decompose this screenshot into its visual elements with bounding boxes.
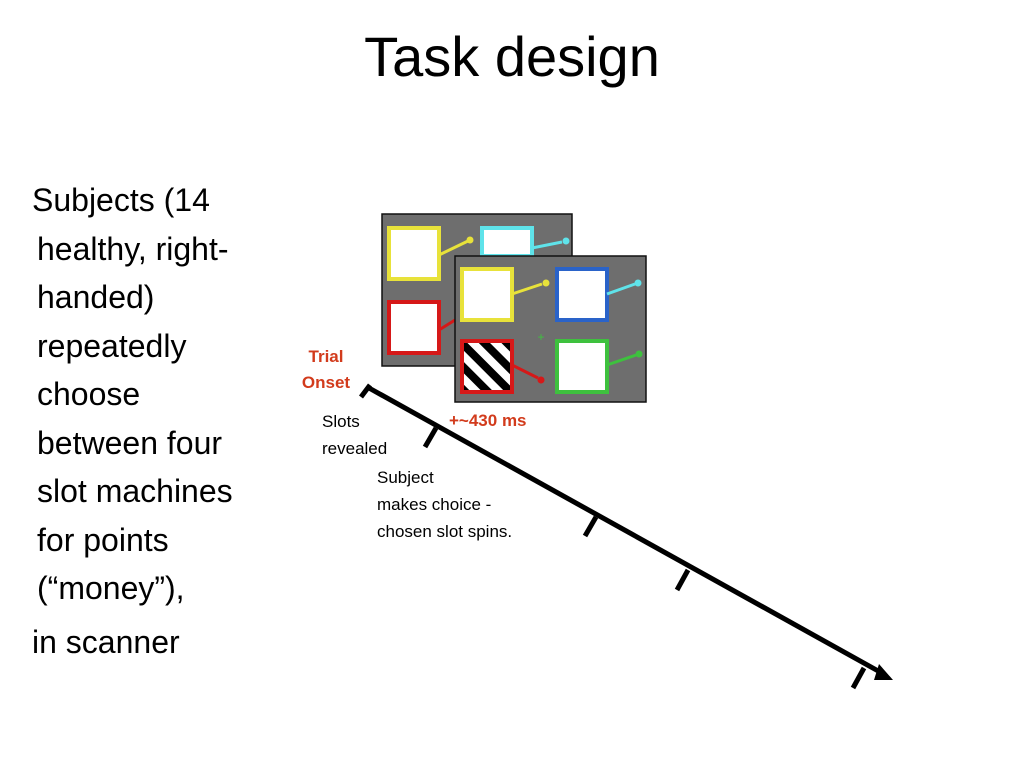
trial-onset-line: Onset [301, 373, 351, 392]
subject-choice-line: chosen slot spins. [377, 522, 513, 541]
subject-choice-line: Subject [377, 468, 434, 487]
subject-choice-label: Subject makes choice - chosen slot spins… [377, 464, 512, 545]
timeline-arrow [359, 383, 893, 690]
body-line: healthy, right- [37, 230, 229, 267]
trial-onset-label: Trial Onset [296, 344, 356, 396]
body-line: between four [37, 424, 223, 461]
slot-machine [555, 339, 643, 394]
slide-title: Task design [364, 25, 660, 88]
slots-revealed-line: revealed [322, 439, 388, 458]
body-line: repeatedly [37, 327, 187, 364]
body-line: choose [37, 376, 141, 412]
body-line: Subjects (14 [32, 182, 210, 218]
slots-revealed-line: Slots [322, 412, 360, 431]
subject-choice-line: makes choice - [377, 495, 492, 514]
fixation-cross: + [537, 330, 544, 344]
slot-machine [387, 226, 474, 281]
body-line: for points [37, 521, 169, 558]
front-screen: + [454, 255, 647, 403]
body-line: handed) [37, 279, 155, 315]
delay-label: +~430 ms [449, 411, 527, 430]
slot-machine-spinning [460, 339, 545, 394]
body-line: slot machines [37, 473, 233, 509]
body-text: Subjects (14 healthy, right- handed) rep… [32, 176, 292, 666]
body-line-last: in scanner [32, 623, 180, 660]
slot-machine [555, 267, 642, 322]
slot-machine [480, 226, 570, 258]
slot-machine [387, 300, 456, 355]
slots-revealed-label: Slots revealed [322, 408, 387, 462]
slot-machine [460, 267, 550, 322]
body-line: (“money”), [37, 570, 185, 606]
trial-onset-line: Trial [308, 347, 344, 366]
